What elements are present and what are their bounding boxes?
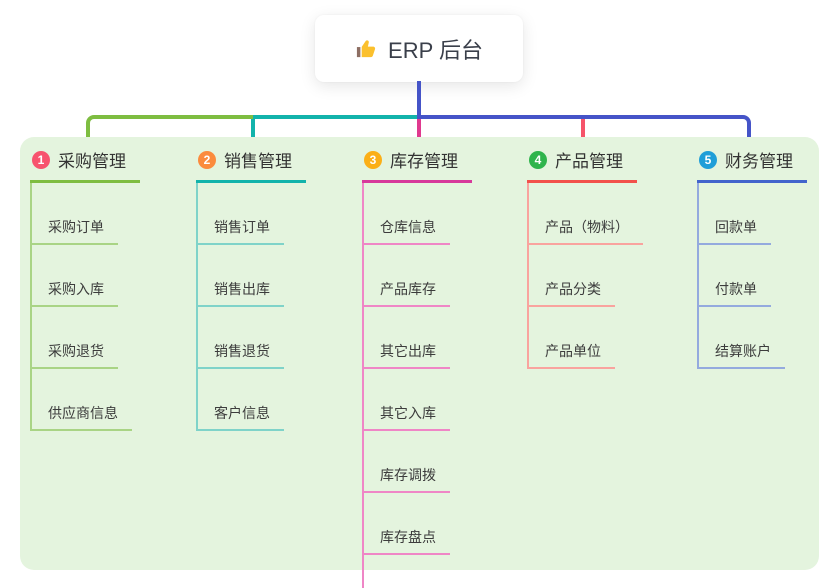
child-node[interactable]: 供应商信息: [32, 369, 132, 431]
connector-teal-drop: [251, 119, 255, 150]
branch-title[interactable]: 5 财务管理: [697, 147, 807, 183]
branch-children: 采购订单采购入库采购退货供应商信息: [30, 183, 140, 431]
branch-4: 4 产品管理产品（物料）产品分类产品单位: [527, 147, 643, 369]
branch-title[interactable]: 2 销售管理: [196, 147, 306, 183]
branch-5: 5 财务管理回款单付款单结算账户: [697, 147, 807, 369]
branch-1: 1 采购管理采购订单采购入库采购退货供应商信息: [30, 147, 140, 431]
connector-teal-bus: [253, 115, 419, 119]
connector-right-blue: [417, 115, 751, 151]
branch-title[interactable]: 3 库存管理: [362, 147, 472, 183]
child-node[interactable]: 销售出库: [198, 245, 284, 307]
child-node[interactable]: 回款单: [699, 183, 771, 245]
child-node[interactable]: 产品分类: [529, 245, 615, 307]
connector-root-drop: [417, 81, 421, 115]
branch-number-badge: 3: [364, 150, 382, 169]
branch-label: 销售管理: [224, 152, 292, 171]
branch-title[interactable]: 1 采购管理: [30, 147, 140, 183]
child-node[interactable]: 采购入库: [32, 245, 118, 307]
child-node[interactable]: 结算账户: [699, 307, 785, 369]
child-node[interactable]: 出库库明细: [364, 555, 464, 588]
thumbs-up-icon: [355, 37, 378, 60]
branch-children: 销售订单销售出库销售退货客户信息: [196, 183, 306, 431]
branch-title[interactable]: 4 产品管理: [527, 147, 637, 183]
branch-2: 2 销售管理销售订单销售出库销售退货客户信息: [196, 147, 306, 431]
branch-number-badge: 4: [529, 150, 547, 169]
child-node[interactable]: 其它出库: [364, 307, 450, 369]
connector-magenta-drop: [417, 119, 421, 150]
branch-number-badge: 1: [32, 150, 50, 169]
child-node[interactable]: 客户信息: [198, 369, 284, 431]
branches-panel: [20, 137, 819, 570]
branch-3: 3 库存管理仓库信息产品库存其它出库其它入库库存调拨库存盘点出库库明细: [362, 147, 472, 588]
child-node[interactable]: 付款单: [699, 245, 771, 307]
branch-children: 回款单付款单结算账户: [697, 183, 807, 369]
child-node[interactable]: 销售退货: [198, 307, 284, 369]
branch-label: 财务管理: [725, 152, 793, 171]
child-node[interactable]: 库存调拨: [364, 431, 450, 493]
root-node[interactable]: ERP 后台: [315, 15, 523, 82]
connector-red-drop: [581, 119, 585, 149]
child-node[interactable]: 采购订单: [32, 183, 118, 245]
child-node[interactable]: 采购退货: [32, 307, 118, 369]
branch-children: 仓库信息产品库存其它出库其它入库库存调拨库存盘点出库库明细: [362, 183, 472, 588]
connector-left-green: [86, 115, 253, 151]
child-node[interactable]: 销售订单: [198, 183, 284, 245]
child-node[interactable]: 其它入库: [364, 369, 450, 431]
branch-number-badge: 5: [699, 150, 717, 169]
child-node[interactable]: 产品单位: [529, 307, 615, 369]
branch-children: 产品（物料）产品分类产品单位: [527, 183, 643, 369]
branch-label: 采购管理: [58, 152, 126, 171]
child-node[interactable]: 库存盘点: [364, 493, 450, 555]
child-node[interactable]: 仓库信息: [364, 183, 450, 245]
branch-label: 库存管理: [390, 152, 458, 171]
branch-label: 产品管理: [555, 152, 623, 171]
child-node[interactable]: 产品库存: [364, 245, 450, 307]
root-label: ERP 后台: [388, 37, 483, 63]
branch-number-badge: 2: [198, 150, 216, 169]
child-node[interactable]: 产品（物料）: [529, 183, 643, 245]
